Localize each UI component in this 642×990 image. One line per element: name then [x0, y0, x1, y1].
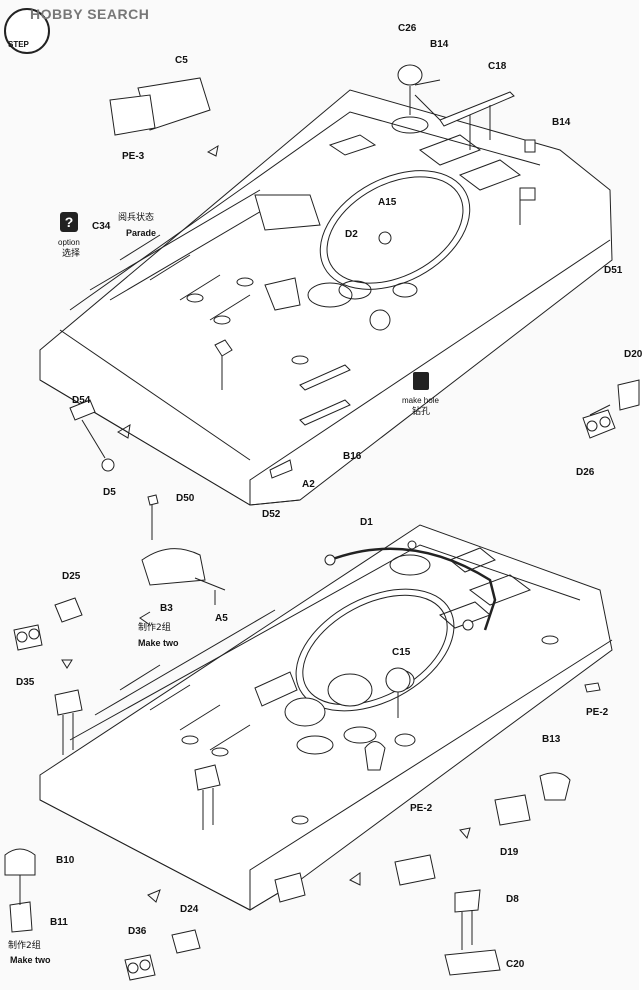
lower-hull	[39, 524, 613, 911]
label-b14-top: B14	[430, 39, 449, 50]
label-b16: B16	[343, 451, 362, 462]
label-b10: B10	[56, 855, 75, 866]
label-c18: C18	[488, 61, 507, 72]
label-d54: D54	[72, 395, 91, 406]
drill-hole-icon	[413, 372, 429, 390]
label-pe2-mid: PE-2	[410, 803, 433, 814]
label-c15: C15	[392, 647, 411, 658]
label-b13: B13	[542, 734, 561, 745]
label-c34: C34	[92, 221, 111, 232]
upper-parts	[69, 64, 640, 479]
make-hole-note-cn: 钻孔	[412, 407, 431, 417]
label-b14-right: B14	[552, 117, 571, 128]
label-d24: D24	[180, 904, 199, 915]
label-d8: D8	[506, 894, 519, 905]
label-d19: D19	[500, 847, 519, 858]
make-two-note-en-2: Make two	[10, 955, 51, 965]
label-d50: D50	[176, 493, 195, 504]
label-c26: C26	[398, 23, 417, 34]
label-d51: D51	[604, 265, 623, 276]
label-a5: A5	[215, 613, 228, 624]
assembly-arrows-lower	[61, 611, 471, 903]
make-two-note-en-1: Make two	[138, 638, 179, 648]
label-d5: D5	[103, 487, 116, 498]
make-two-note-cn-1: 制作2组	[138, 623, 171, 633]
label-d52: D52	[262, 509, 281, 520]
label-d1: D1	[360, 517, 373, 528]
option-note-cn: 选择	[62, 249, 81, 259]
lower-parts	[4, 494, 601, 981]
step-badge	[4, 8, 50, 54]
label-a15: A15	[378, 197, 397, 208]
assembly-arrows-upper	[117, 79, 441, 439]
parade-note-en: Parade	[126, 228, 157, 238]
label-c20: C20	[506, 959, 525, 970]
make-hole-note-en: make hole	[402, 396, 439, 405]
label-d25: D25	[62, 571, 81, 582]
label-a2: A2	[302, 479, 315, 490]
label-b3: B3	[160, 603, 173, 614]
label-d35: D35	[16, 677, 35, 688]
make-two-note-cn-2: 制作2组	[8, 941, 41, 951]
label-c5: C5	[175, 55, 188, 66]
parade-note-cn: 阅兵状态	[118, 213, 155, 223]
label-d2: D2	[345, 229, 358, 240]
label-b11: B11	[50, 917, 68, 928]
label-d26: D26	[576, 467, 595, 478]
option-question-icon: ?	[60, 212, 78, 232]
watermark-logo: HOBBY SEARCH	[30, 6, 150, 22]
label-pe3: PE-3	[122, 151, 145, 162]
label-d36: D36	[128, 926, 147, 937]
label-pe2-right: PE-2	[586, 707, 609, 718]
upper-hull	[39, 89, 613, 506]
step-label: STEP	[8, 40, 29, 49]
label-d20: D20	[624, 349, 642, 360]
option-note-en: option	[58, 238, 80, 247]
